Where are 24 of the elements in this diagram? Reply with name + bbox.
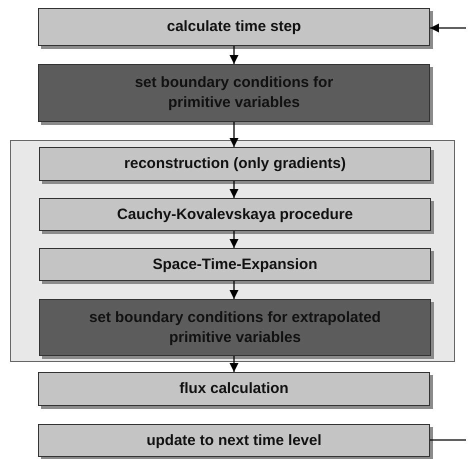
box-label: update to next time level — [145, 430, 323, 450]
arrow — [230, 122, 238, 147]
box-label: Cauchy-Kovalevskaya procedure — [116, 204, 354, 224]
process-box — [38, 372, 430, 406]
group-panel — [10, 140, 455, 362]
process-box — [39, 147, 431, 181]
box-label: set boundary conditions for extrapolated primitive variables — [88, 308, 382, 348]
process-box — [38, 64, 430, 122]
box-label: Space-Time-Expansion — [152, 254, 318, 274]
arrow — [230, 356, 238, 372]
process-box — [39, 299, 431, 356]
box-label: reconstruction (only gradients) — [123, 154, 347, 174]
box-label: flux calculation — [178, 379, 290, 399]
box-label: set boundary conditions for primitive variables — [134, 73, 334, 113]
box-label: calculate time step — [166, 17, 302, 37]
arrow — [230, 181, 238, 198]
process-box — [38, 424, 430, 457]
process-box — [38, 8, 430, 46]
arrow — [230, 231, 238, 248]
arrow — [230, 281, 238, 299]
arrow — [230, 46, 238, 64]
arrow — [430, 24, 466, 32]
process-box — [39, 198, 431, 231]
process-box — [39, 248, 431, 281]
